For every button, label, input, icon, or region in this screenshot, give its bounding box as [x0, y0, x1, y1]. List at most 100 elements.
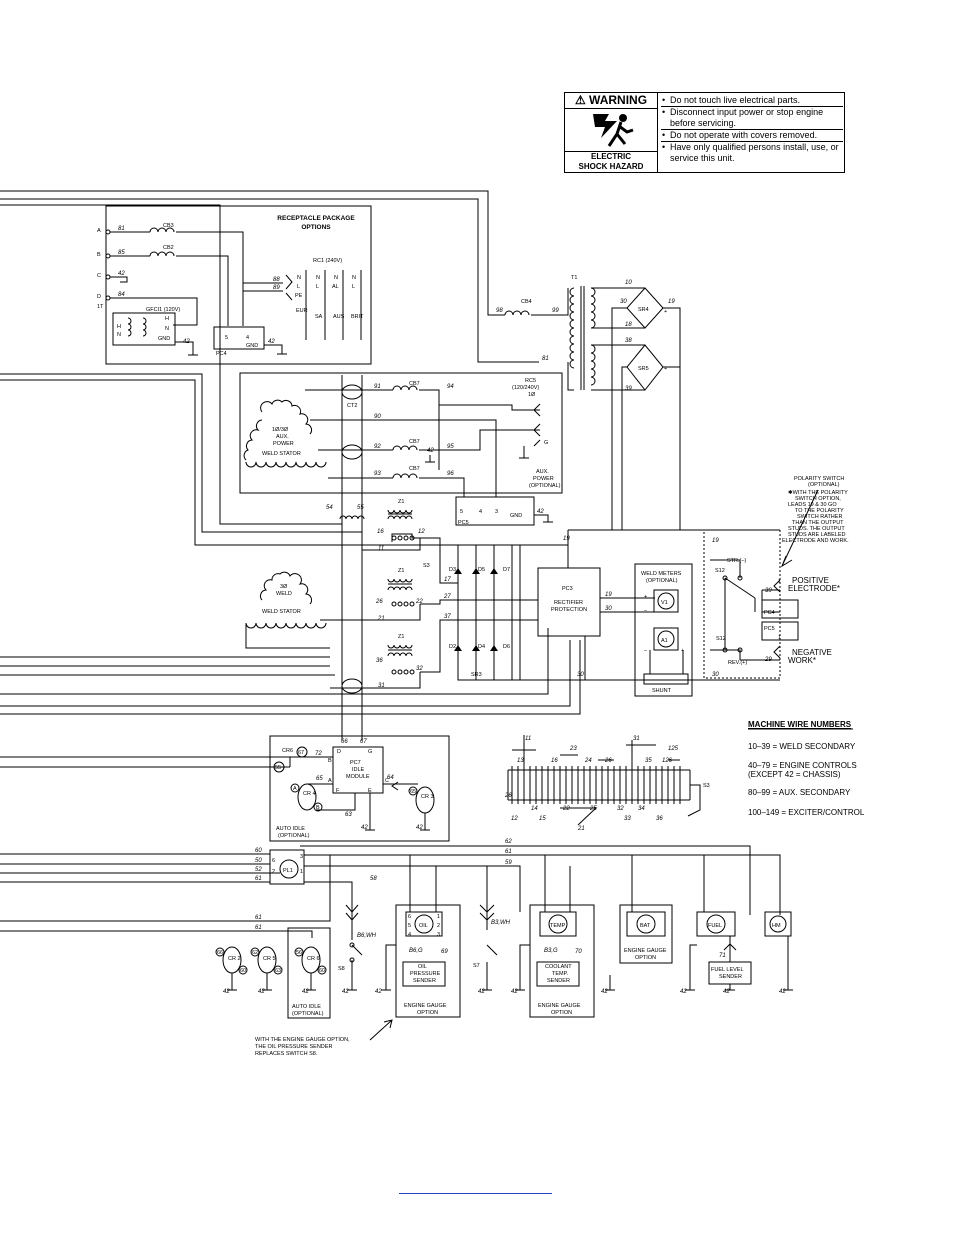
tap: [409, 669, 415, 675]
s3-terminal: 36: [656, 816, 663, 822]
terminal: [105, 295, 111, 301]
wire-number: 42: [478, 989, 485, 995]
pc4-box: [761, 599, 799, 619]
gauge-feeds: [605, 855, 633, 991]
oil-sender-label: OIL: [418, 964, 427, 970]
pc7-module: [332, 746, 384, 794]
wire-number: 39: [625, 386, 632, 392]
pc4-pin: 5: [225, 335, 228, 341]
connector-circle: [273, 965, 283, 975]
ground: [175, 341, 198, 356]
left-harness: [0, 190, 581, 938]
pc5-label: PC5: [764, 626, 775, 632]
wire: [0, 855, 331, 922]
switch-contact: [722, 575, 728, 581]
positive-label: ELECTRODE*: [788, 584, 840, 593]
wire: [0, 640, 571, 707]
terminal-d: D: [97, 294, 101, 300]
auto-idle-label: AUTO IDLE: [276, 826, 305, 832]
tap: [409, 601, 415, 607]
cr4-relay: [297, 783, 317, 811]
v1-meter: [653, 589, 679, 613]
pc5-pin: 5: [460, 509, 463, 515]
switch-contact: [349, 942, 355, 948]
wire-number: 30: [712, 672, 719, 678]
shunt-label: SHUNT: [652, 688, 672, 694]
shock-hazard-icon: [565, 108, 657, 151]
auto-idle-label: (OPTIONAL): [292, 1011, 324, 1017]
wire: [0, 190, 498, 316]
connector-number: 62: [252, 950, 258, 956]
t1-primary: [569, 287, 575, 369]
switch-s3: 11 13 23 16 24 26 31 35 125 126 26 12 14…: [504, 735, 710, 832]
wire-number: 64: [387, 775, 394, 781]
wire-90: [310, 419, 497, 497]
a1-meter: [653, 627, 679, 651]
polarity-note: ✱WITH THE POLARITY: [788, 489, 848, 496]
warning-left-panel: ⚠ WARNING ELECTRIC SHOCK HAZARD: [565, 93, 658, 172]
cb7-label: CB7: [409, 439, 420, 445]
polarity-note: SWITCH OPTION,: [795, 496, 841, 502]
gfci-hng: H: [165, 316, 169, 322]
connector-circle: [294, 947, 304, 957]
s3-terminal: 12: [511, 816, 518, 822]
s3-label: S3: [703, 783, 710, 789]
connector-circle: [408, 786, 418, 796]
current-coil: [339, 515, 365, 520]
wire-number: 63: [345, 812, 352, 818]
a1-leads: [649, 650, 684, 674]
gfci-coil: [127, 317, 147, 337]
wire-number: 60: [255, 848, 262, 854]
wire-number: 42: [511, 989, 518, 995]
rc5-phase: 1Ø: [528, 392, 536, 398]
wire-number: 42: [680, 989, 687, 995]
s3-terminal: 15: [539, 816, 546, 822]
warning-item: Disconnect input power or stop engine be…: [661, 107, 843, 130]
pl1-pin: 3: [300, 854, 303, 860]
temp-gauge-option: [529, 904, 595, 1018]
wire: [245, 623, 330, 649]
tap: [397, 601, 403, 607]
s3-terminal: 125: [668, 746, 679, 752]
v1-label: V1: [661, 600, 668, 606]
wire-number: 19: [668, 299, 675, 305]
wire-number: 21: [377, 616, 385, 622]
gauge-option-label: OPTION: [417, 1010, 438, 1016]
rc1-pin: N: [316, 275, 320, 281]
ground: [264, 344, 287, 355]
auto-idle-box: [269, 735, 450, 842]
hazard-caption: ELECTRIC SHOCK HAZARD: [565, 151, 657, 172]
footer-link-underline[interactable]: [399, 1193, 552, 1194]
gfci-hn: H: [117, 324, 121, 330]
connector-number: 60: [240, 968, 246, 974]
oil-sender-label: SENDER: [413, 978, 436, 984]
pc3-label: RECTIFIER: [554, 600, 583, 606]
gfci-box: [112, 312, 176, 346]
wire: [307, 783, 356, 811]
diode-label: D5: [478, 567, 485, 573]
wire-94: [439, 404, 540, 411]
a1-label: A1: [661, 638, 668, 644]
rc1-label: RC1 (240V): [313, 258, 342, 264]
pin-label: G: [368, 749, 372, 755]
pc5-box: [761, 621, 799, 641]
wire-number: 42: [427, 448, 434, 454]
wire-number: 42: [118, 271, 125, 277]
wire-number: 38: [625, 338, 632, 344]
connector-circle: [215, 947, 225, 957]
wire-11: [362, 533, 421, 551]
coolant-temp-sender: [536, 961, 580, 987]
weld-stator-winding: [245, 461, 327, 468]
warning-item: Do not operate with covers removed.: [661, 130, 843, 142]
cb7-breaker: [392, 385, 418, 391]
wire-number: 12: [418, 529, 425, 535]
wire-number: 42: [779, 989, 786, 995]
fuel-gauge-dial: [706, 914, 726, 934]
wire-number: 61: [255, 915, 262, 921]
wire: [0, 628, 549, 695]
warning-title: ⚠ WARNING: [565, 93, 657, 109]
rc1-pin: N: [352, 275, 356, 281]
wire-number: 71: [719, 953, 726, 959]
s3-terminal: 21: [577, 826, 585, 832]
